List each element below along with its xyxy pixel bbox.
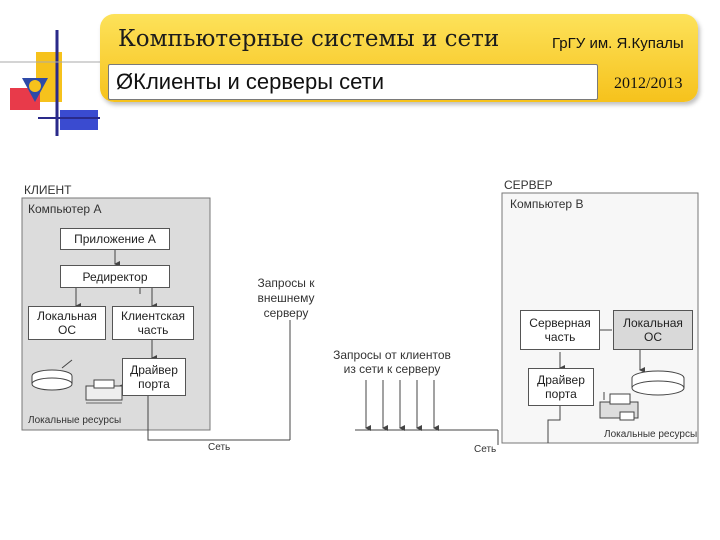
logo-icon	[0, 30, 100, 136]
server-disk-icon	[631, 370, 685, 396]
client-section-label: КЛИЕНТ	[24, 183, 72, 197]
server-local-resources-label: Локальные ресурсы	[604, 429, 698, 440]
server-network-label: Сеть	[474, 444, 497, 455]
client-network-label: Сеть	[208, 442, 231, 453]
client-driver-box: Драйвер порта	[122, 358, 186, 396]
client-local-resources-label: Локальные ресурсы	[28, 415, 122, 426]
organization-name: ГрГУ им. Я.Купалы	[552, 35, 684, 52]
requests-clients-label: Запросы от клиентов из сети к серверу	[333, 348, 451, 376]
presentation-title: Компьютерные системы и сети	[118, 26, 500, 52]
server-part-box: Серверная часть	[520, 310, 600, 350]
client-local-os-box: Локальная ОС	[28, 306, 106, 340]
client-printer-icon	[85, 379, 123, 404]
arrow-bullet-icon: Ø	[116, 69, 134, 94]
client-redirector-box: Редиректор	[60, 265, 170, 288]
client-app-box: Приложение А	[60, 228, 170, 250]
academic-year: 2012/2013	[614, 75, 683, 92]
client-computer-label: Компьютер А	[28, 202, 102, 216]
slide-title-text: Клиенты и серверы сети	[133, 69, 385, 94]
server-local-os-box: Локальная ОС	[613, 310, 693, 350]
server-driver-box: Драйвер порта	[528, 368, 594, 406]
client-disk-icon	[31, 369, 73, 391]
server-printer-icon	[599, 393, 639, 421]
client-part-box: Клиентская часть	[112, 306, 194, 340]
slide-title: ØКлиенты и серверы сети	[116, 69, 384, 95]
subtitle-box	[108, 64, 598, 100]
server-section-label: СЕРВЕР	[504, 178, 553, 192]
logo-decoration	[0, 0, 100, 140]
requests-external-label: Запросы к внешнему серверу	[257, 276, 315, 320]
server-computer-label: Компьютер В	[510, 197, 584, 211]
